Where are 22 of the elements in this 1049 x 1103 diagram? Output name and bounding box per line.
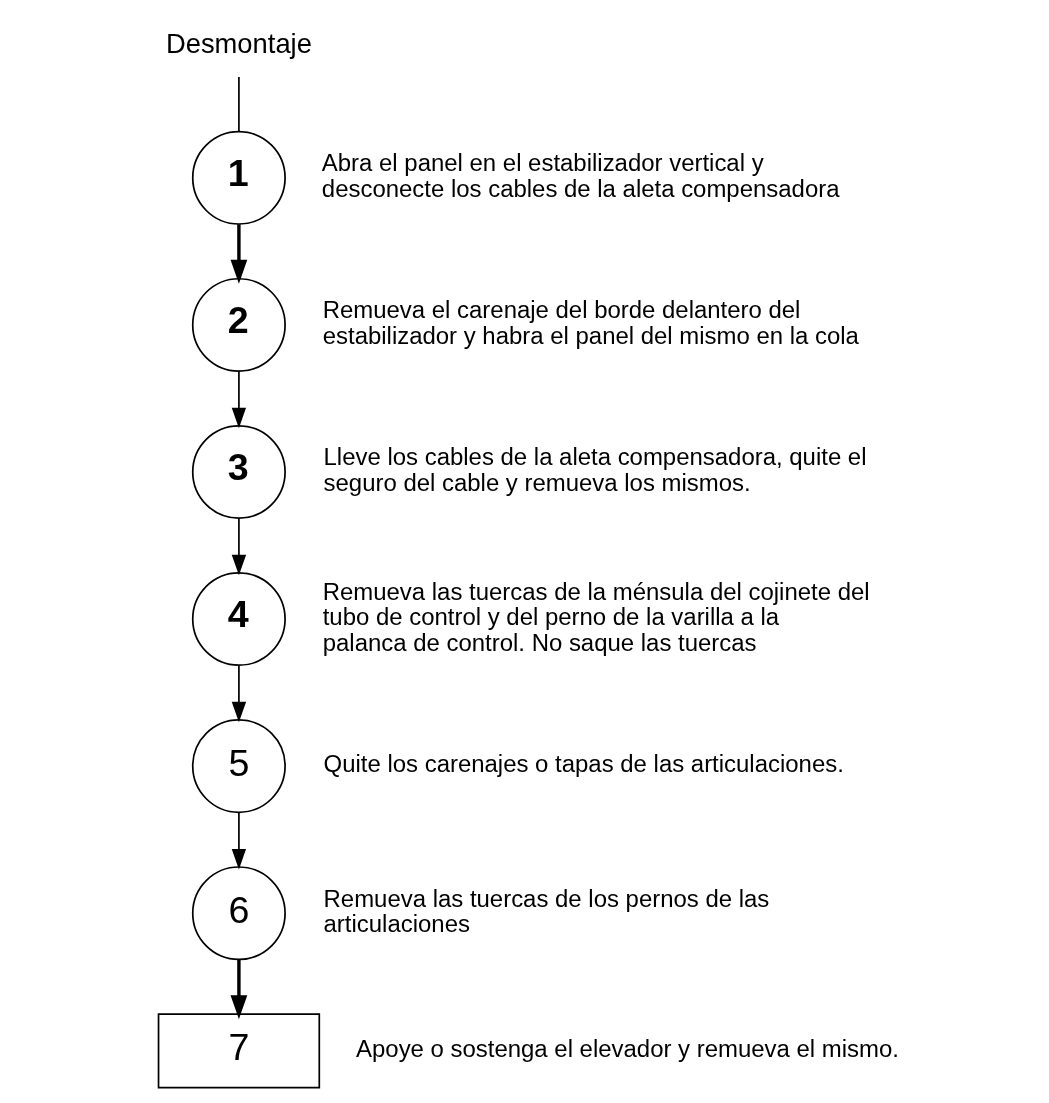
arrow [231, 370, 247, 429]
node-label: Lleve los cables de la aleta compensadora, quite el seguro del cable y remueva los mismos. [323, 443, 867, 497]
node-circle: 4 [191, 572, 286, 667]
arrow [230, 224, 248, 284]
node-label: Remueva las tuercas de la ménsula del cojinete del tubo de control y del perno de la varilla a la palanca de control. No saque las tuercas [322, 577, 870, 657]
arrow [231, 811, 247, 870]
node-label: Apoye o sostenga el elevador y remueva el mismo. [356, 1035, 899, 1063]
node-circle: 6 [191, 866, 286, 961]
node-circle: 1 [191, 130, 286, 225]
node-text: Desmontaje [165, 27, 312, 59]
node-label: Remueva las tuercas de los pernos de las articulaciones [323, 884, 770, 938]
node-box: 7 [157, 1013, 321, 1089]
node-circle: 3 [191, 424, 286, 519]
node-label: Remueva el carenaje del borde delantero del estabilizador y habra el panel del mismo en la cola [322, 296, 859, 350]
arrow [231, 517, 247, 576]
node-circle: 5 [191, 719, 286, 814]
node-label: Quite los carenajes o tapas de las articulaciones. [323, 750, 844, 778]
arrow [231, 664, 247, 723]
arrow [230, 959, 248, 1020]
node-circle: 2 [191, 277, 286, 372]
connector [238, 76, 240, 133]
node-label: Abra el panel en el estabilizador vertical y desconecte los cables de la aleta compensadora [321, 149, 840, 202]
